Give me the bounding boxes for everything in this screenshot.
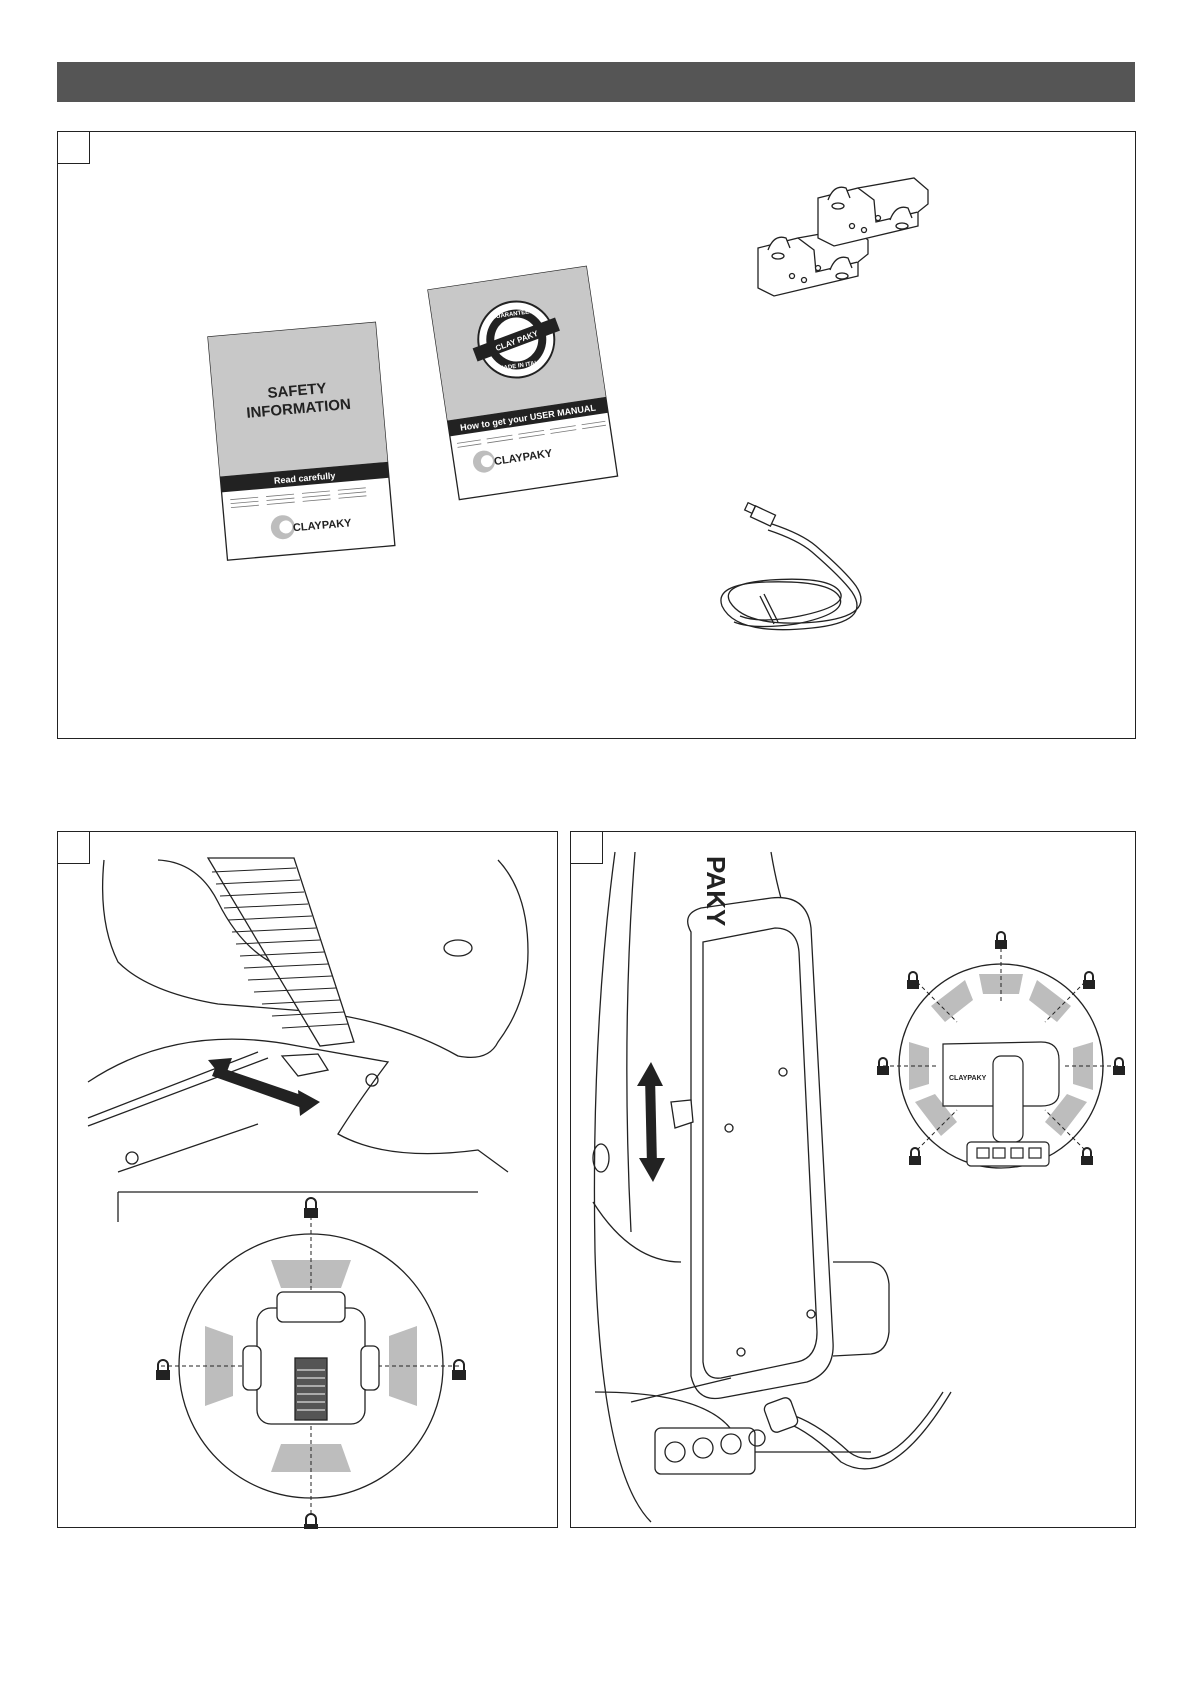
power-cable-icon xyxy=(721,503,861,630)
pan-lock-illustration xyxy=(58,832,559,1529)
fixture-head-closeup xyxy=(88,858,528,1222)
fixture-small-logo: CLAYPAKY xyxy=(949,1075,987,1082)
section-header-bar xyxy=(57,62,1135,102)
tilt-lock-illustration: PAKY xyxy=(571,832,1137,1529)
fixture-side-view xyxy=(943,1042,1059,1166)
user-manual-booklet: CLAY PAKY GUARANTEED MADE IN ITALY How t… xyxy=(428,266,618,499)
pan-lock-panel xyxy=(57,831,558,1528)
tilt-lock-panel: PAKY xyxy=(570,831,1136,1528)
double-arrow-icon xyxy=(637,1062,665,1182)
package-contents-illustration: CLAY PAKY GUARANTEED MADE IN ITALY How t… xyxy=(58,132,1137,740)
pan-rotation-diagram xyxy=(156,1198,466,1529)
fixture-arm-closeup xyxy=(593,852,951,1522)
fixture-side-branding: PAKY xyxy=(701,856,731,926)
safety-information-booklet: SAFETY INFORMATION Read carefully CLAYPA… xyxy=(208,322,395,560)
fixture-top-view xyxy=(243,1292,379,1424)
tilt-rotation-diagram: CLAYPAKY xyxy=(877,932,1125,1168)
omega-bracket-icon xyxy=(758,178,928,296)
package-contents-panel: CLAY PAKY GUARANTEED MADE IN ITALY How t… xyxy=(57,131,1136,739)
